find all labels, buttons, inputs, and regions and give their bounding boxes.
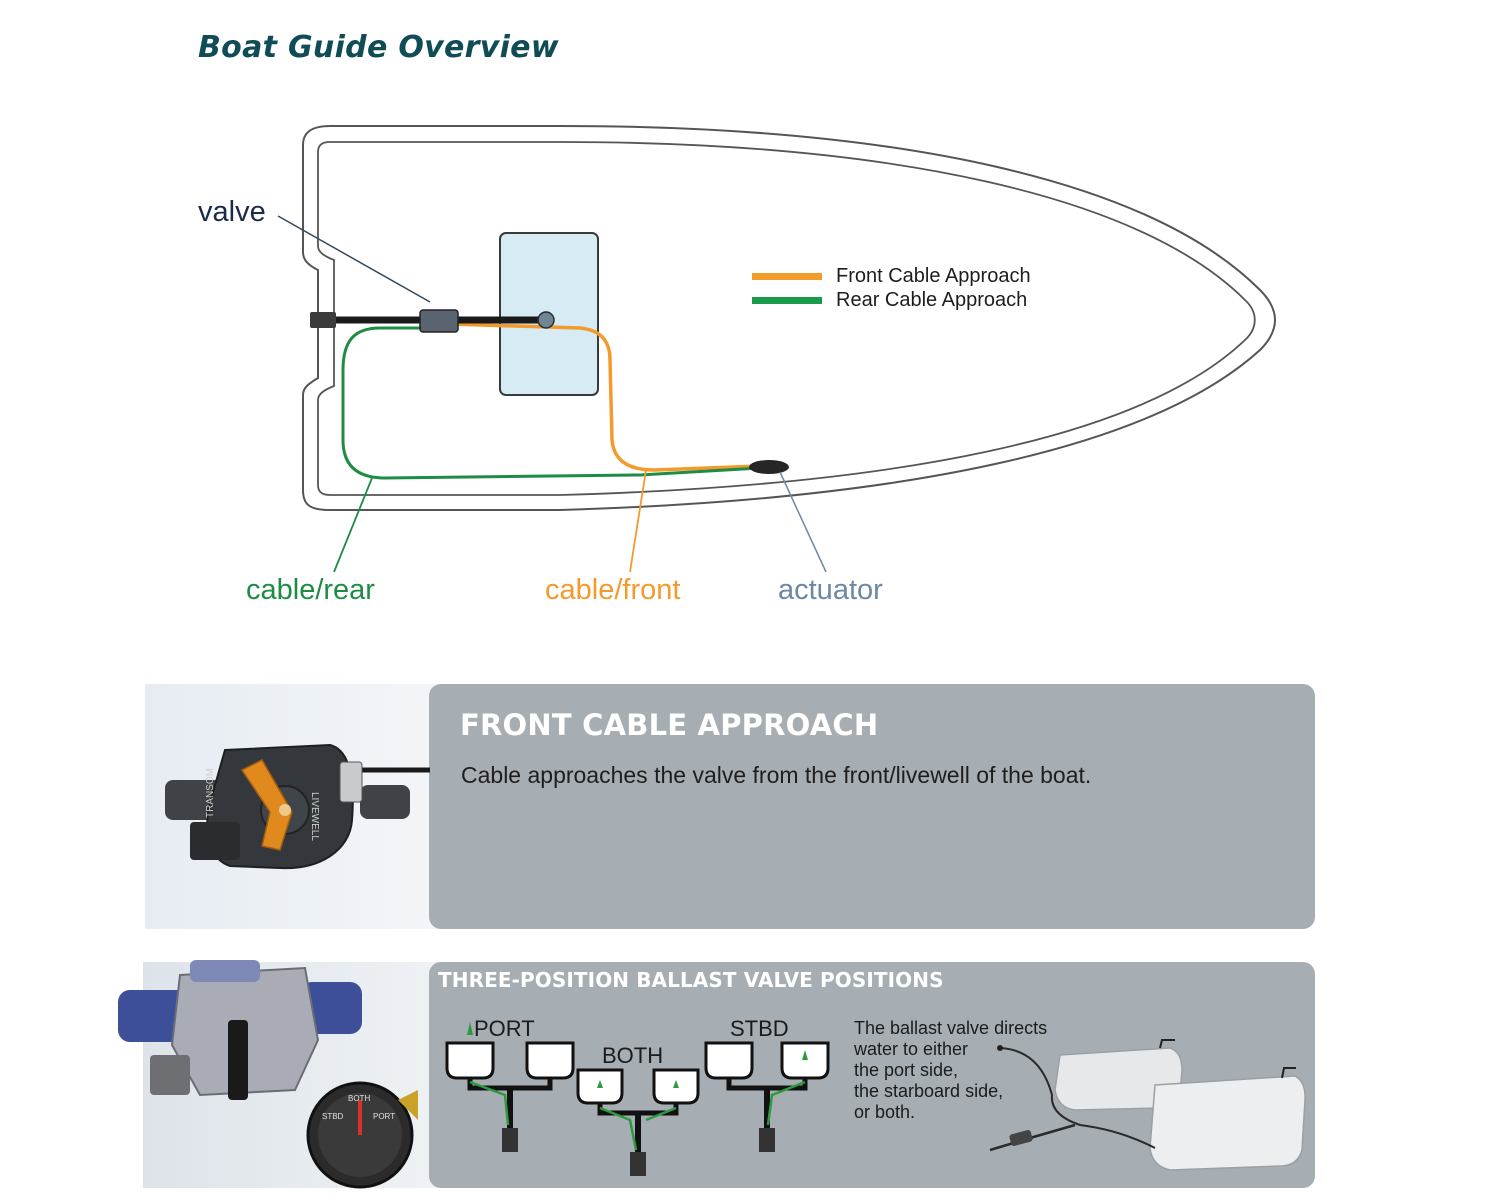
dial-label-port: PORT (373, 1112, 396, 1121)
position-label-stbd: STBD (730, 1016, 789, 1041)
actuator-body (749, 460, 789, 474)
front-approach-title: FRONT CABLE APPROACH (460, 708, 879, 742)
cable-front-leader (629, 469, 647, 573)
cable-front-callout: cable/front (545, 574, 681, 606)
livewell-fitting (537, 311, 555, 329)
dial-label-stbd: STBD (322, 1112, 344, 1121)
hull-outer (302, 125, 1276, 511)
dial-label-both: BOTH (348, 1094, 371, 1103)
legend-swatch-front (752, 272, 822, 280)
valve-label-transom: TRANSOM (205, 768, 216, 818)
legend-item-rear: Rear Cable Approach (752, 288, 1027, 312)
ballast-description-line-3: the port side, (854, 1060, 959, 1080)
legend-item-front: Front Cable Approach (752, 264, 1031, 288)
legend-swatch-rear (752, 296, 822, 304)
ballast-description-line-4: the starboard side, (854, 1081, 1004, 1101)
actuator-leader (779, 471, 827, 573)
page-title: Boat Guide Overview (198, 30, 559, 65)
thru-hull-fitting (310, 312, 336, 328)
front-approach-description: Cable approaches the valve from the fron… (461, 762, 1092, 788)
cable-rear-leader (333, 477, 373, 573)
hull-inner (317, 141, 1256, 496)
valve-body (419, 309, 459, 333)
boat-diagram (277, 125, 1276, 573)
cable-rear-callout: cable/rear (246, 574, 375, 606)
front-cable (449, 322, 761, 472)
ballast-description-line-1: The ballast valve directs (854, 1018, 1048, 1038)
front-approach-panel (429, 684, 1315, 929)
front-valve-image-bg (145, 684, 445, 929)
ballast-valve-image-bg (143, 962, 443, 1188)
actuator-callout: actuator (778, 574, 883, 606)
three-position-title: THREE-POSITION BALLAST VALVE POSITIONS (438, 968, 944, 992)
valve-leader (277, 215, 431, 303)
valve-callout: valve (198, 196, 266, 228)
position-label-port: PORT (474, 1016, 535, 1041)
rear-cable (341, 326, 761, 480)
ballast-description-line-2: water to either (854, 1039, 969, 1059)
valve-label-livewell: LIVEWELL (309, 792, 320, 841)
ballast-description-line-5: or both. (854, 1102, 916, 1122)
legend-label-front: Front Cable Approach (836, 264, 1031, 287)
position-label-both: BOTH (602, 1043, 664, 1068)
legend-label-rear: Rear Cable Approach (836, 288, 1028, 311)
